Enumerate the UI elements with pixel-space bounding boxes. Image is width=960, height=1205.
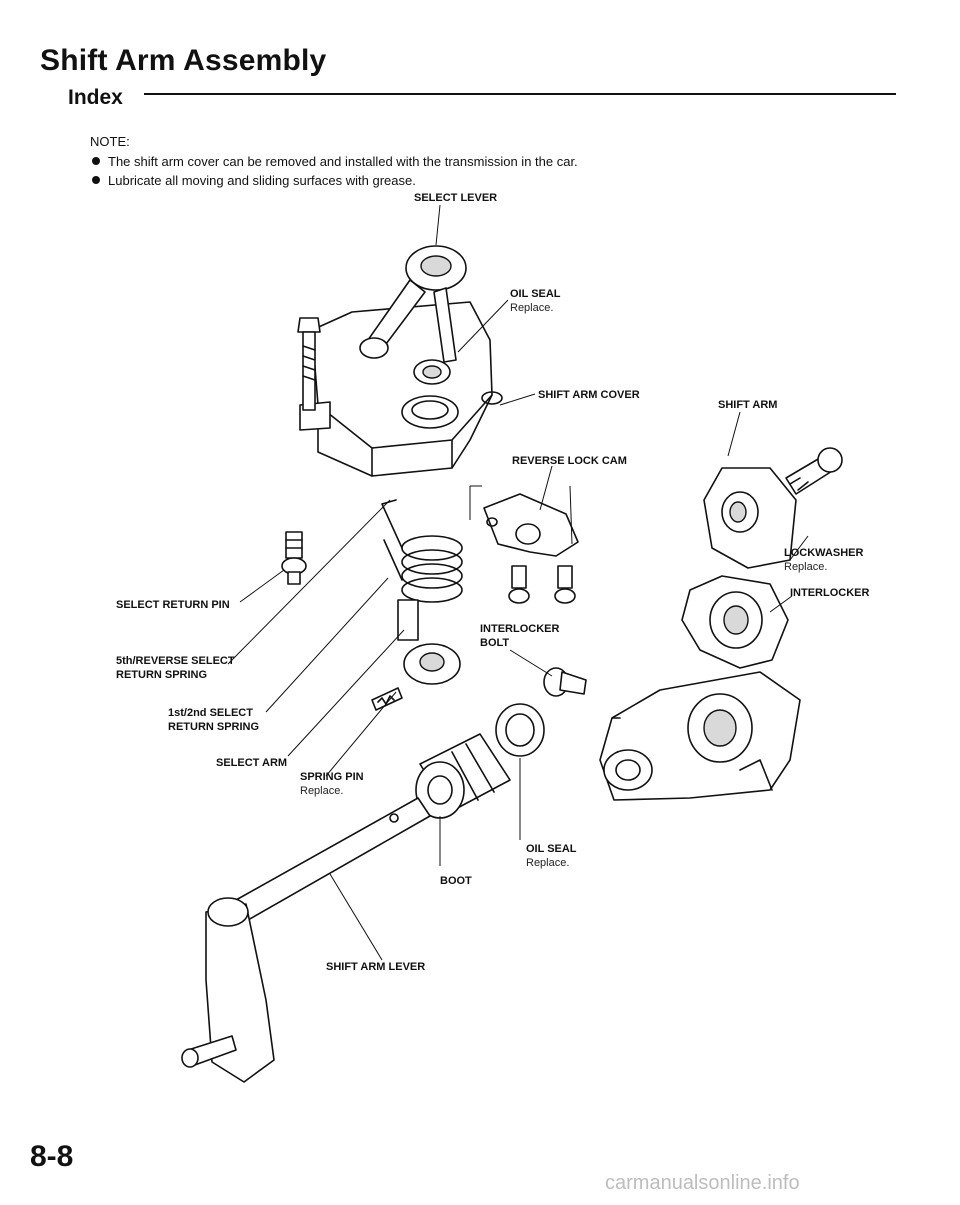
- label-oil-seal-bottom-note: Replace.: [526, 857, 569, 869]
- watermark: carmanualsonline.info: [605, 1172, 800, 1194]
- label-interlocker-bolt-line1: INTERLOCKER: [480, 623, 560, 635]
- label-interlocker: INTERLOCKER: [790, 587, 870, 599]
- transmission-case-part: [599, 671, 801, 801]
- label-select-arm: SELECT ARM: [216, 757, 287, 769]
- label-lockwasher-note: Replace.: [784, 561, 827, 573]
- select-return-springs-part: [381, 499, 463, 603]
- spring-pin-part: [371, 687, 403, 711]
- oil-seal-lower-part: [495, 703, 545, 757]
- cam-bolts-part: [508, 565, 576, 604]
- select-return-pin-part: [281, 531, 307, 585]
- select-lever-part: [359, 245, 467, 363]
- bolt-left-part: [297, 317, 321, 411]
- shift-arm-lever-part: [181, 797, 431, 1083]
- label-shift-arm-lever: SHIFT ARM LEVER: [326, 961, 425, 973]
- title-rule: [144, 93, 896, 95]
- label-interlocker-bolt-line2: BOLT: [480, 637, 509, 649]
- label-lockwasher: LOCKWASHER: [784, 547, 864, 559]
- label-oil-seal-top-note: Replace.: [510, 302, 553, 314]
- shift-arm-cover-part: [299, 301, 503, 477]
- label-oil-seal-top: OIL SEAL: [510, 288, 561, 300]
- note-item: Lubricate all moving and sliding surface…: [90, 171, 578, 190]
- reverse-lock-cam-part: [483, 493, 579, 557]
- label-shift-arm-cover: SHIFT ARM COVER: [538, 389, 640, 401]
- label-spring-pin-note: Replace.: [300, 785, 343, 797]
- page-number: 8-8: [30, 1140, 74, 1173]
- label-select-return-pin: SELECT RETURN PIN: [116, 599, 230, 611]
- label-oil-seal-bottom: OIL SEAL: [526, 843, 577, 855]
- note-list: The shift arm cover can be removed and i…: [90, 152, 578, 190]
- select-arm-part: [397, 599, 461, 685]
- note-heading: NOTE:: [90, 134, 130, 149]
- interlocker-part: [681, 575, 789, 669]
- label-boot: BOOT: [440, 875, 472, 887]
- label-shift-arm: SHIFT ARM: [718, 399, 777, 411]
- label-reverse-lock-cam: REVERSE LOCK CAM: [512, 455, 627, 467]
- label-fifth-reverse-line1: 5th/REVERSE SELECT: [116, 655, 235, 667]
- label-spring-pin: SPRING PIN: [300, 771, 364, 783]
- section-subtitle: Index: [68, 86, 123, 109]
- note-item: The shift arm cover can be removed and i…: [90, 152, 578, 171]
- boot-part: [415, 733, 511, 819]
- page-title: Shift Arm Assembly: [40, 44, 327, 77]
- interlocker-bolt-part: [543, 667, 587, 697]
- label-fifth-reverse-line2: RETURN SPRING: [116, 669, 207, 681]
- shift-arm-part: [703, 447, 843, 569]
- label-first-second-line1: 1st/2nd SELECT: [168, 707, 253, 719]
- label-first-second-line2: RETURN SPRING: [168, 721, 259, 733]
- label-select-lever: SELECT LEVER: [414, 192, 497, 204]
